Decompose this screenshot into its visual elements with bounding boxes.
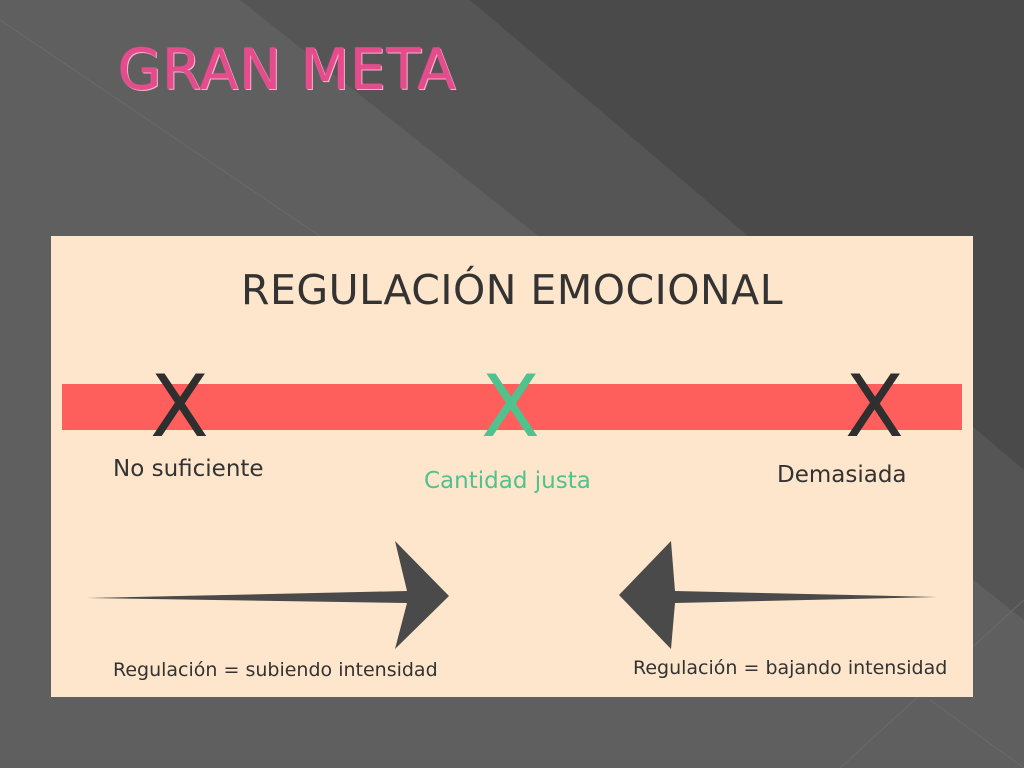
arrow-left-icon xyxy=(619,541,937,649)
label-no-suficiente: No suficiente xyxy=(113,456,264,482)
label-cantidad-justa: Cantidad justa xyxy=(424,468,591,494)
arrow-right-icon xyxy=(87,541,449,649)
mark-demasiada: X xyxy=(845,357,904,457)
caption-subiendo: Regulación = subiendo intensidad xyxy=(113,659,438,681)
mark-cantidad-justa: X xyxy=(481,357,540,457)
mark-no-suficiente: X xyxy=(150,357,209,457)
slide-title: GRAN META xyxy=(118,38,457,103)
caption-bajando: Regulación = bajando intensidad xyxy=(633,657,948,679)
diagram-panel: REGULACIÓN EMOCIONAL X X X No suficiente… xyxy=(51,236,973,697)
intensity-bar xyxy=(62,384,962,430)
label-demasiada: Demasiada xyxy=(777,462,907,488)
diagram-title: REGULACIÓN EMOCIONAL xyxy=(240,266,784,314)
